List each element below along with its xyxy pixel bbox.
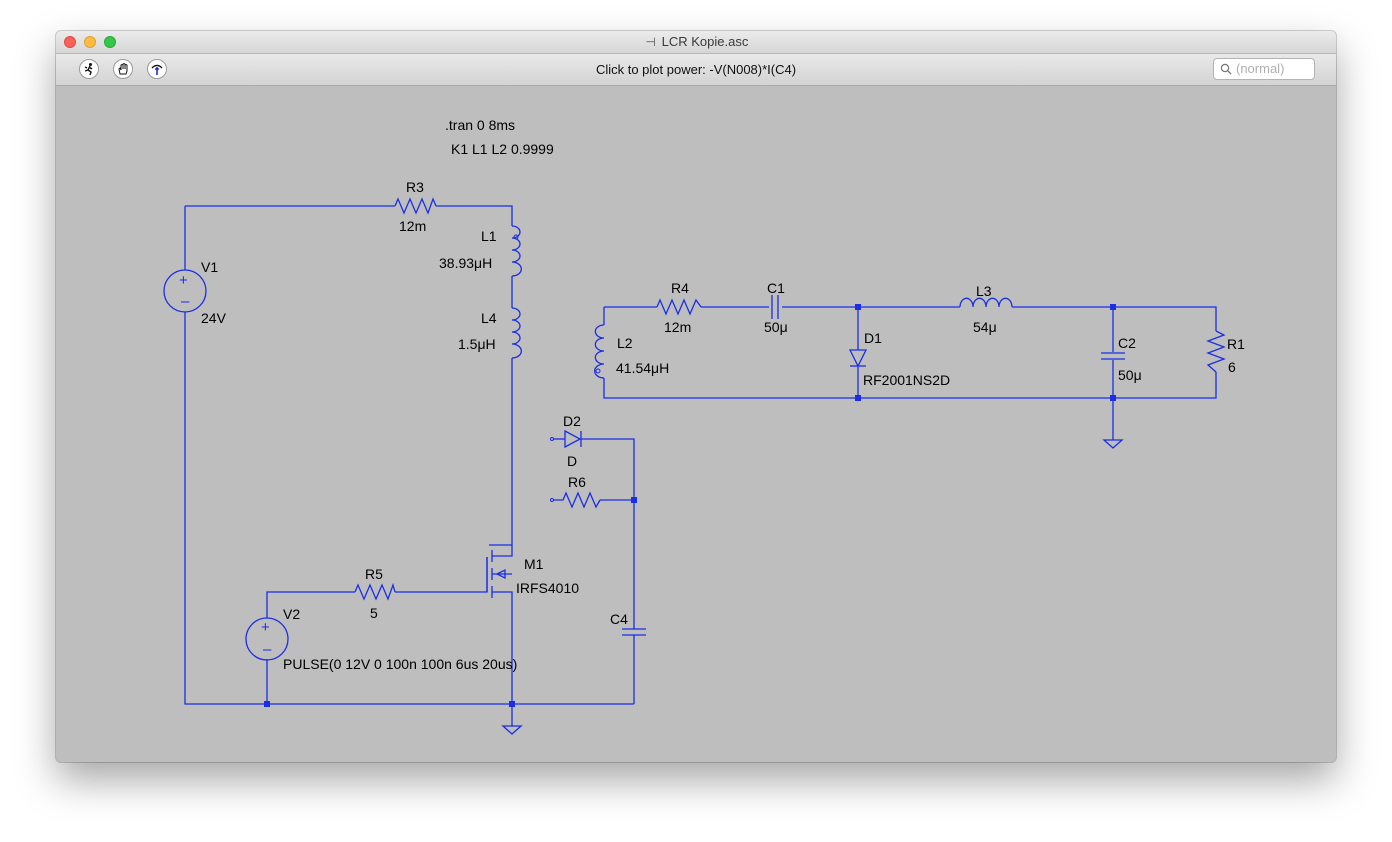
title-bar: ⊣ LCR Kopie.asc	[56, 31, 1336, 54]
toolbar: Click to plot power: -V(N008)*I(C4) (nor…	[56, 54, 1336, 86]
junction	[1110, 395, 1116, 401]
m1-value: IRFS4010	[516, 580, 579, 596]
d1-ref: D1	[864, 330, 882, 346]
diode-d1[interactable]: D1 RF2001NS2D	[848, 330, 950, 388]
inductor-l2[interactable]: L2 41.54μH	[594, 324, 670, 379]
v1-ref: V1	[201, 259, 218, 275]
v2-value: PULSE(0 12V 0 100n 100n 6us 20us)	[283, 656, 517, 672]
l1-ref: L1	[481, 228, 497, 244]
v1-value: 24V	[201, 310, 227, 326]
capacitor-c4[interactable]: C4	[610, 611, 646, 639]
junction	[855, 304, 861, 310]
l2-value: 41.54μH	[616, 360, 669, 376]
l4-value: 1.5μH	[458, 336, 496, 352]
window-title-area: ⊣ LCR Kopie.asc	[56, 34, 1336, 49]
probe-icon	[151, 64, 163, 75]
inductor-l3[interactable]: L3 54μ	[959, 283, 1013, 335]
d1-value: RF2001NS2D	[863, 372, 950, 388]
run-button[interactable]	[79, 59, 99, 79]
pan-button[interactable]	[113, 59, 133, 79]
mosfet-m1[interactable]: M1 IRFS4010	[486, 545, 579, 598]
r1-value: 6	[1228, 359, 1236, 375]
search-icon	[1220, 63, 1232, 75]
d2-value: D	[567, 453, 577, 469]
r4-value: 12m	[664, 319, 691, 335]
status-text: Click to plot power: -V(N008)*I(C4)	[595, 62, 797, 77]
plus-icon: +	[261, 619, 270, 636]
inductor-l4[interactable]: L4 1.5μH	[458, 307, 522, 359]
c2-ref: C2	[1118, 335, 1136, 351]
voltage-source-v2[interactable]: + – V2 PULSE(0 12V 0 100n 100n 6us 20us)	[245, 606, 517, 672]
l3-value: 54μ	[973, 319, 997, 335]
r5-ref: R5	[365, 566, 383, 582]
r3-ref: R3	[406, 179, 424, 195]
r3-value: 12m	[399, 218, 426, 234]
l4-ref: L4	[481, 310, 497, 326]
resistor-r5[interactable]: R5 5	[354, 566, 396, 621]
l2-ref: L2	[617, 335, 633, 351]
l3-ref: L3	[976, 283, 992, 299]
resistor-r6[interactable]: R6	[550, 474, 601, 509]
window-title: LCR Kopie.asc	[661, 34, 749, 49]
junction	[631, 497, 637, 503]
run-icon	[84, 63, 93, 76]
r5-value: 5	[370, 605, 378, 621]
c2-value: 50μ	[1118, 367, 1142, 383]
app-window: ⊣ LCR Kopie.asc Click to plot power: -V(N…	[56, 31, 1336, 762]
diode-d2[interactable]: D2 D	[550, 413, 598, 469]
junction	[1110, 304, 1116, 310]
r6-ref: R6	[568, 474, 586, 490]
schematic-canvas[interactable]: .tran 0 8ms K1 L1 L2 0.9999	[56, 86, 1336, 762]
close-button[interactable]	[64, 36, 76, 48]
resistor-r4[interactable]: R4 12m	[656, 280, 702, 335]
l1-value: 38.93μH	[439, 255, 492, 271]
c1-ref: C1	[767, 280, 785, 296]
minus-icon: –	[263, 641, 272, 658]
junction	[264, 701, 270, 707]
secondary-wires[interactable]	[603, 306, 1217, 440]
minimize-button[interactable]	[84, 36, 96, 48]
resistor-r3[interactable]: R3 12m	[394, 179, 437, 234]
inductor-l1[interactable]: L1 38.93μH	[439, 225, 522, 277]
c1-value: 50μ	[764, 319, 788, 335]
d2-ref: D2	[563, 413, 581, 429]
zoom-button[interactable]	[104, 36, 116, 48]
pan-hand-icon	[118, 62, 128, 75]
schematic[interactable]: .tran 0 8ms K1 L1 L2 0.9999	[56, 86, 1336, 762]
capacitor-c2[interactable]: C2 50μ	[1101, 335, 1142, 383]
v2-ref: V2	[283, 606, 300, 622]
c4-ref: C4	[610, 611, 628, 627]
r4-ref: R4	[671, 280, 689, 296]
schematic-doc-icon: ⊣	[645, 35, 656, 49]
ground-symbol[interactable]	[1102, 439, 1124, 449]
coupling-directive[interactable]: K1 L1 L2 0.9999	[451, 141, 554, 157]
probe-button[interactable]	[147, 59, 167, 79]
search-placeholder: (normal)	[1236, 61, 1285, 76]
m1-ref: M1	[524, 556, 544, 572]
voltage-source-v1[interactable]: + – V1 24V	[163, 259, 227, 326]
minus-icon: –	[181, 293, 190, 310]
junction	[509, 701, 515, 707]
r1-ref: R1	[1227, 336, 1245, 352]
resistor-r1[interactable]: R1 6	[1206, 330, 1245, 375]
capacitor-c1[interactable]: C1 50μ	[764, 280, 788, 335]
search-field[interactable]: (normal)	[1213, 58, 1315, 80]
tran-directive[interactable]: .tran 0 8ms	[445, 117, 515, 133]
plus-icon: +	[179, 272, 188, 289]
ground-symbol[interactable]	[501, 720, 523, 735]
junction	[855, 395, 861, 401]
